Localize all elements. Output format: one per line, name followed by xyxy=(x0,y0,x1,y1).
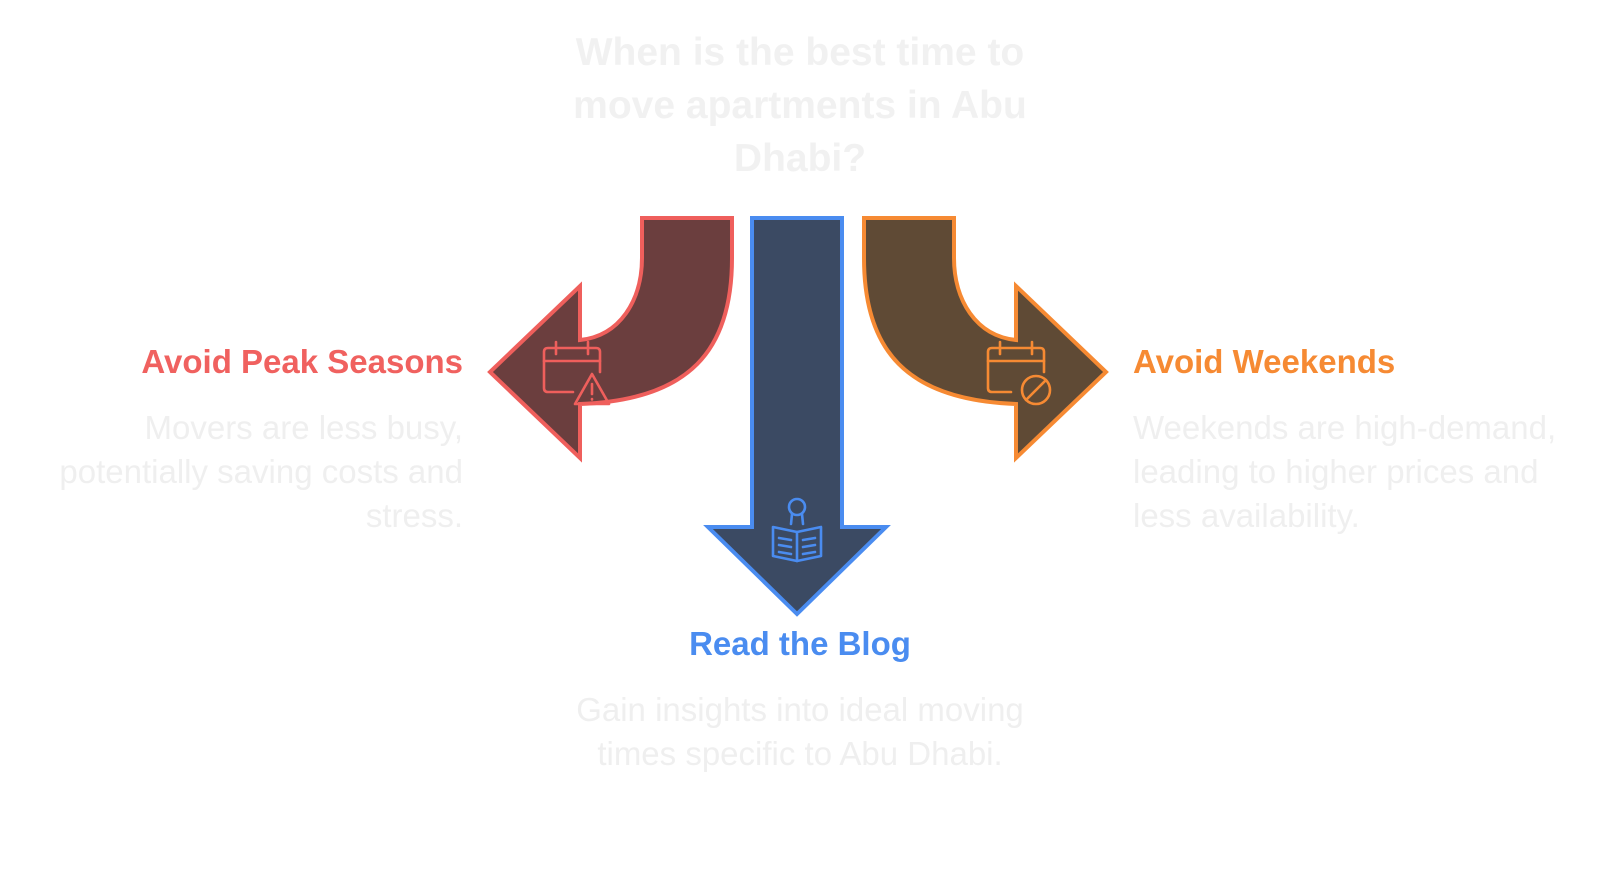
read-the-blog-title: Read the Blog xyxy=(689,625,911,662)
calendar-warning-icon xyxy=(542,340,611,406)
center-arrow xyxy=(703,216,891,617)
newspaper-reader-icon xyxy=(771,497,823,563)
read-the-blog-description: Gain insights into ideal moving times sp… xyxy=(576,691,1024,772)
avoid-peak-seasons-description: Movers are less busy, potentially saving… xyxy=(59,409,463,534)
diagram-title: When is the best time to move apartments… xyxy=(573,31,1027,180)
calendar-blocked-icon xyxy=(986,340,1052,406)
avoid-weekends-description: Weekends are high-demand, leading to hig… xyxy=(1133,409,1557,534)
avoid-peak-seasons-title: Avoid Peak Seasons xyxy=(141,343,463,380)
avoid-weekends-title: Avoid Weekends xyxy=(1133,343,1396,380)
right-arrow xyxy=(862,216,1109,463)
left-arrow xyxy=(487,216,734,463)
